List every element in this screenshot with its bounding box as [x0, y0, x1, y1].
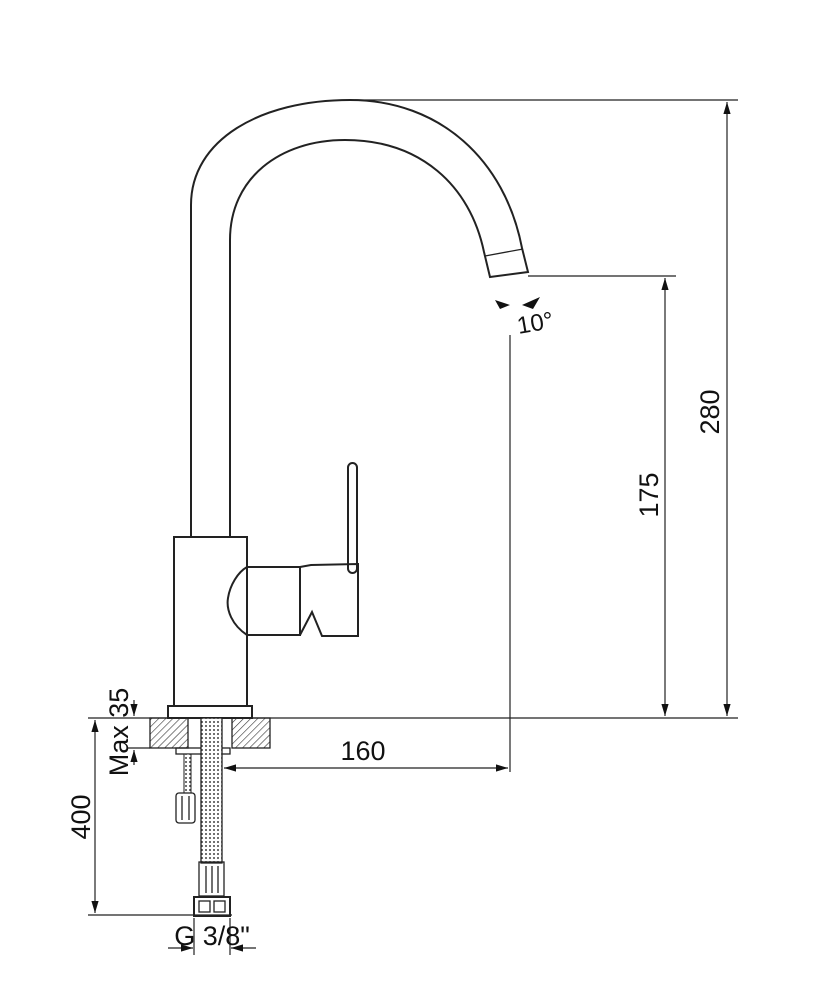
angle-arrow-left: [495, 300, 510, 309]
mounting-nut: [175, 792, 196, 824]
nut-window: [213, 900, 226, 913]
spout-band: [484, 248, 524, 257]
label-10-degrees: 10°: [515, 307, 555, 340]
handle-block: [299, 562, 359, 637]
mounting-rod: [183, 753, 192, 795]
cartridge: [226, 566, 301, 636]
label-160: 160: [340, 736, 385, 766]
label-280: 280: [695, 389, 725, 434]
label-400: 400: [66, 794, 96, 839]
label-g38: G 3/8": [174, 921, 250, 951]
spout: [190, 98, 530, 537]
faucet-body: [173, 536, 248, 707]
nut-window: [198, 900, 211, 913]
countertop-left: [149, 717, 189, 749]
handle-lever: [347, 462, 358, 574]
countertop-right: [231, 717, 271, 749]
angle-arrow-right: [522, 297, 540, 309]
supply-hose: [200, 717, 223, 864]
label-175: 175: [634, 472, 664, 517]
label-max35: Max 35: [104, 688, 134, 777]
hose-nut: [193, 896, 231, 917]
base-plate: [167, 705, 253, 719]
